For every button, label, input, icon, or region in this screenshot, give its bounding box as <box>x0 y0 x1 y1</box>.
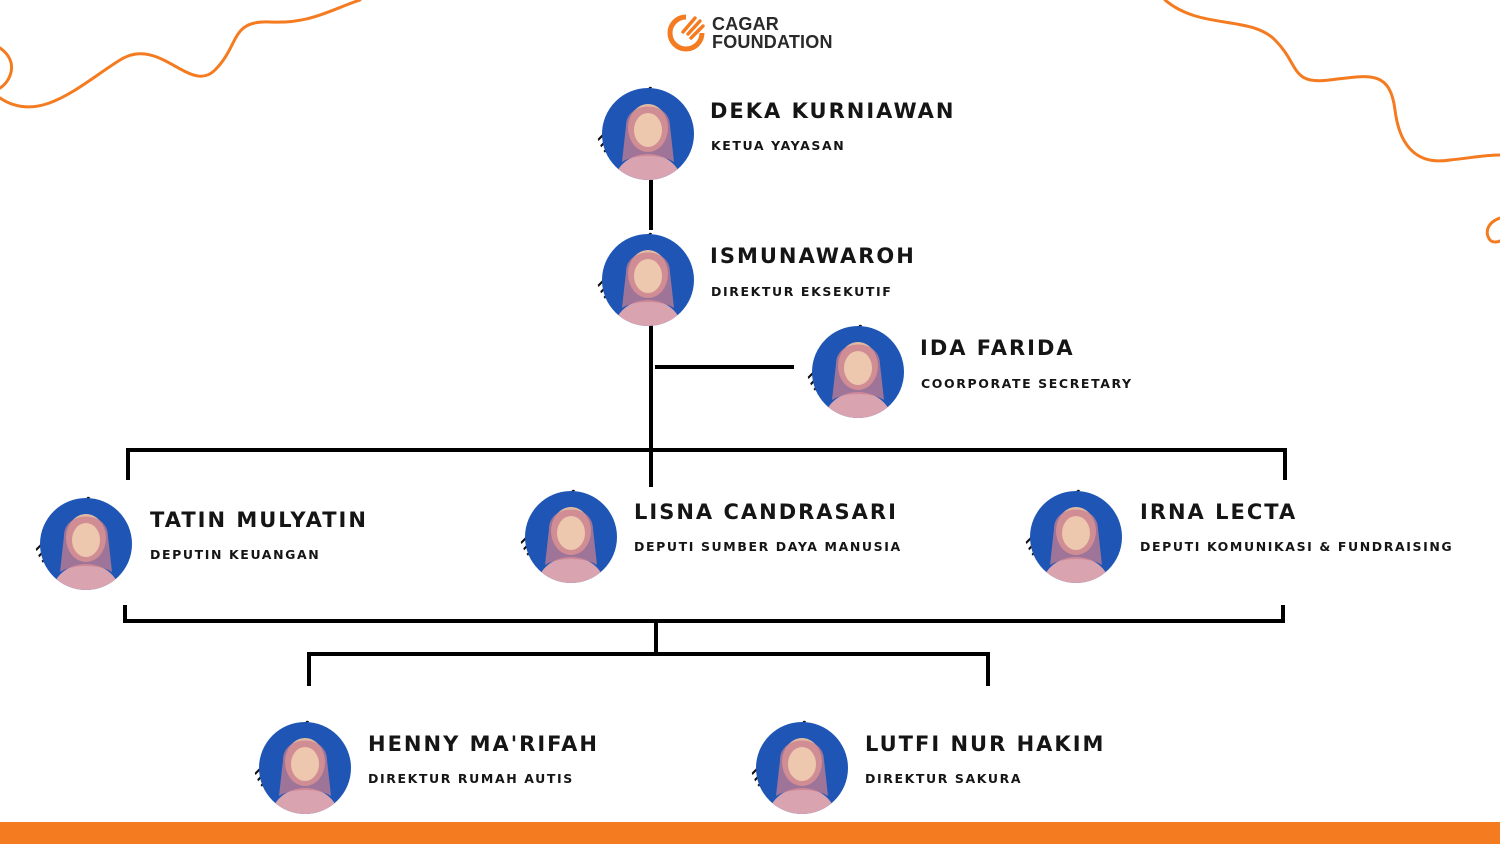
avatar <box>806 320 906 420</box>
avatar <box>519 485 619 585</box>
person-photo-icon <box>253 719 351 814</box>
person-name: HENNY MA'RIFAH <box>368 732 599 756</box>
avatar <box>596 82 696 182</box>
person-photo-icon <box>519 488 617 583</box>
person-role: COORPORATE SECRETARY <box>921 376 1133 391</box>
avatar <box>750 716 850 816</box>
cagar-foundation-logo: CAGAR FOUNDATION <box>666 13 833 53</box>
logo-line-2: FOUNDATION <box>712 32 833 52</box>
person-role: DIREKTUR RUMAH AUTIS <box>368 771 574 786</box>
person-role: DEPUTI SUMBER DAYA MANUSIA <box>634 539 902 554</box>
person-name: TATIN MULYATIN <box>150 508 368 532</box>
person-photo-icon <box>806 323 904 418</box>
avatar <box>596 228 696 328</box>
person-photo-icon <box>750 719 848 814</box>
person-name: LISNA CANDRASARI <box>634 500 898 524</box>
logo-line-1: CAGAR <box>712 14 779 34</box>
avatar <box>253 716 353 816</box>
person-role: DEPUTIN KEUANGAN <box>150 547 321 562</box>
person-role: DIREKTUR EKSEKUTIF <box>711 284 893 299</box>
person-photo-icon <box>34 495 132 590</box>
avatar <box>34 492 134 592</box>
person-photo-icon <box>596 85 694 180</box>
person-photo-icon <box>596 231 694 326</box>
person-name: IDA FARIDA <box>920 336 1075 360</box>
person-role: DIREKTUR SAKURA <box>865 771 1023 786</box>
person-photo-icon <box>1024 488 1122 583</box>
person-role: KETUA YAYASAN <box>711 138 846 153</box>
person-name: LUTFI NUR HAKIM <box>865 732 1106 756</box>
person-name: IRNA LECTA <box>1140 500 1298 524</box>
footer-accent-bar <box>0 822 1500 844</box>
person-name: DEKA KURNIAWAN <box>710 99 956 123</box>
person-name: ISMUNAWAROH <box>710 244 916 268</box>
avatar <box>1024 485 1124 585</box>
person-role: DEPUTI KOMUNIKASI & FUNDRAISING <box>1140 539 1454 554</box>
cagar-hand-logo-icon <box>667 14 705 52</box>
